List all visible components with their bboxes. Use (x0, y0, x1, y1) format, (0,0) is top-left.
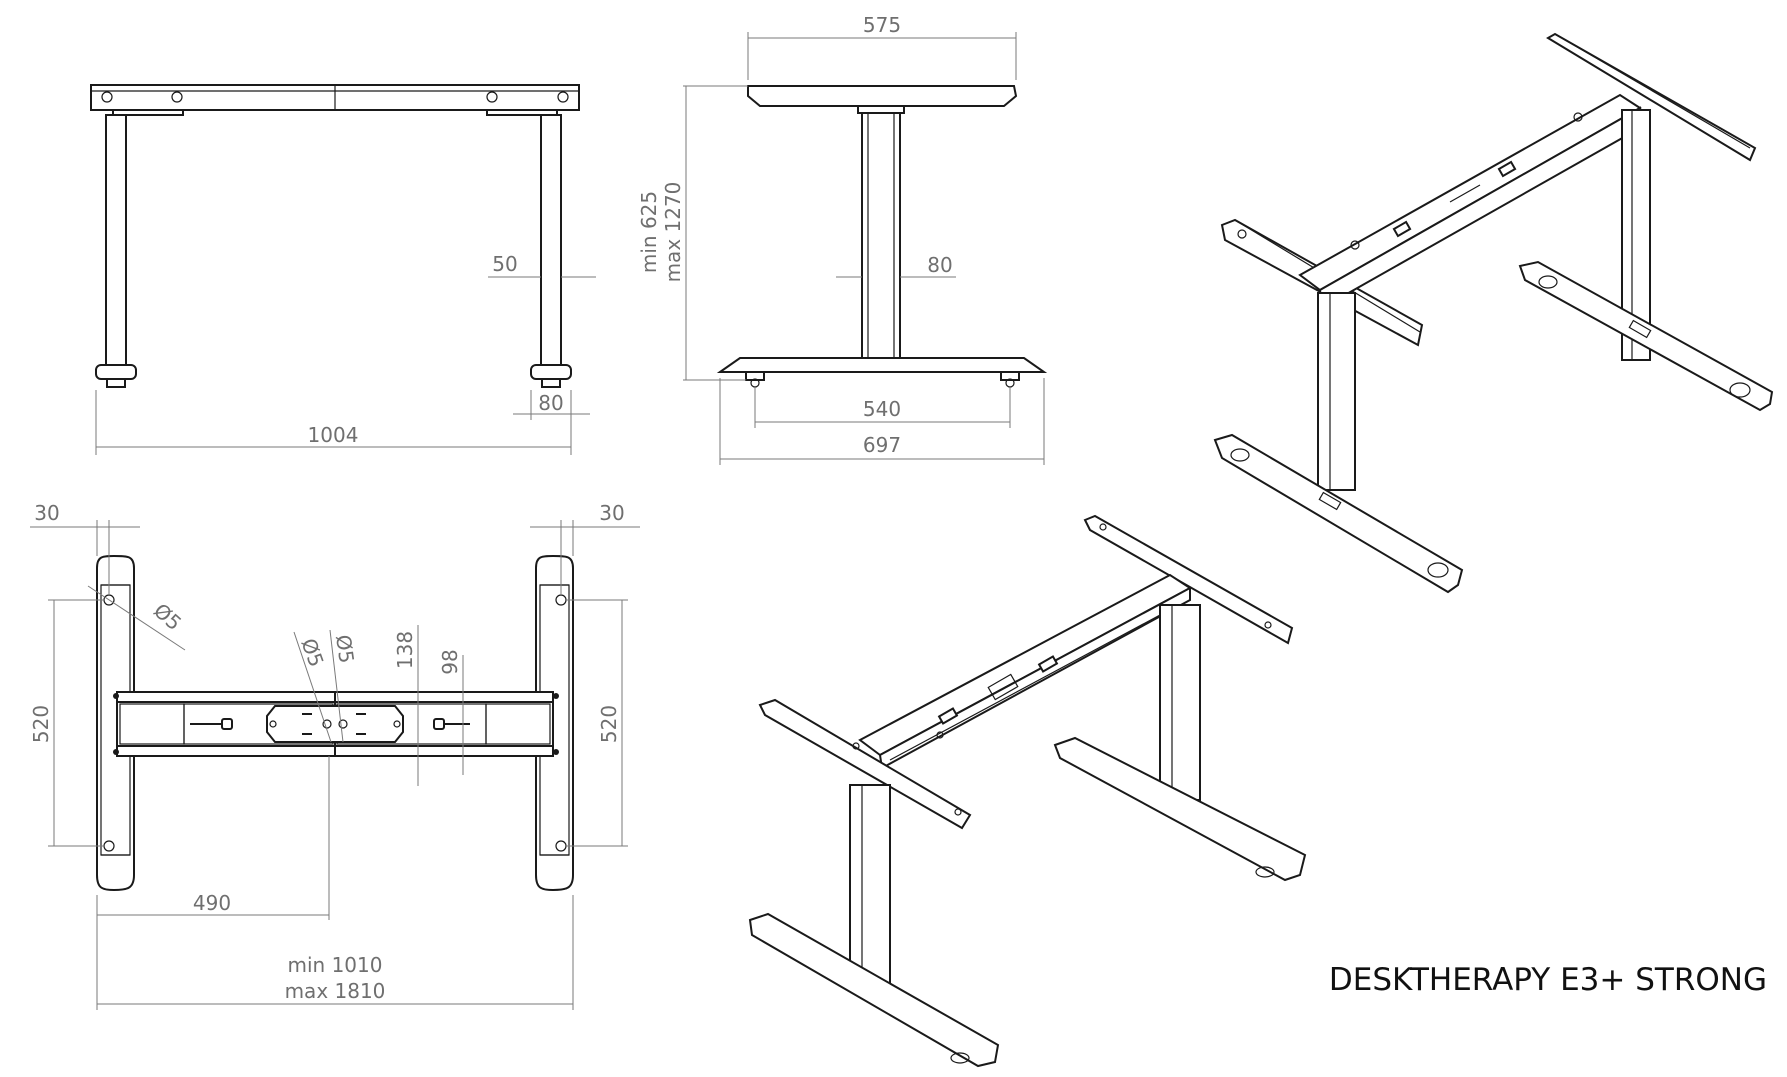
dim-depth-right: 520 (597, 705, 621, 743)
dim-foot-width: 50 (492, 252, 517, 276)
dim-foot-depth: 80 (538, 391, 563, 415)
dim-beam-inner: 98 (438, 649, 462, 674)
dim-hole-b: Ø5 (296, 635, 328, 670)
dim-foot-length: 697 (863, 433, 901, 457)
dim-width-max: max 1810 (285, 979, 386, 1003)
dim-height-max: max 1270 (661, 182, 685, 283)
top-view (96, 555, 574, 892)
dim-offset-left: 30 (34, 501, 59, 525)
iso-view-underside (1213, 32, 1774, 594)
side-dimensions: 575 min 625 max 1270 80 540 697 (637, 13, 1045, 465)
front-dimensions: 50 80 1004 (95, 252, 596, 455)
dim-offset-right: 30 (599, 501, 624, 525)
iso-view-upright (748, 514, 1307, 1068)
dim-half-width: 490 (193, 891, 231, 915)
front-view (90, 84, 580, 388)
dim-foot-holes: 540 (863, 397, 901, 421)
dim-hole-c: Ø5 (331, 633, 359, 665)
dim-height-min: min 625 (637, 191, 661, 273)
dim-column: 80 (927, 253, 952, 277)
side-view (716, 85, 1048, 388)
dim-beam-outer: 138 (393, 631, 417, 669)
dim-overall-width: 1004 (308, 423, 359, 447)
dim-width-min: min 1010 (288, 953, 383, 977)
dim-top-plate: 575 (863, 13, 901, 37)
dim-depth-left: 520 (29, 705, 53, 743)
product-title: DESKTHERAPY E3+ STRONG (1329, 962, 1767, 998)
